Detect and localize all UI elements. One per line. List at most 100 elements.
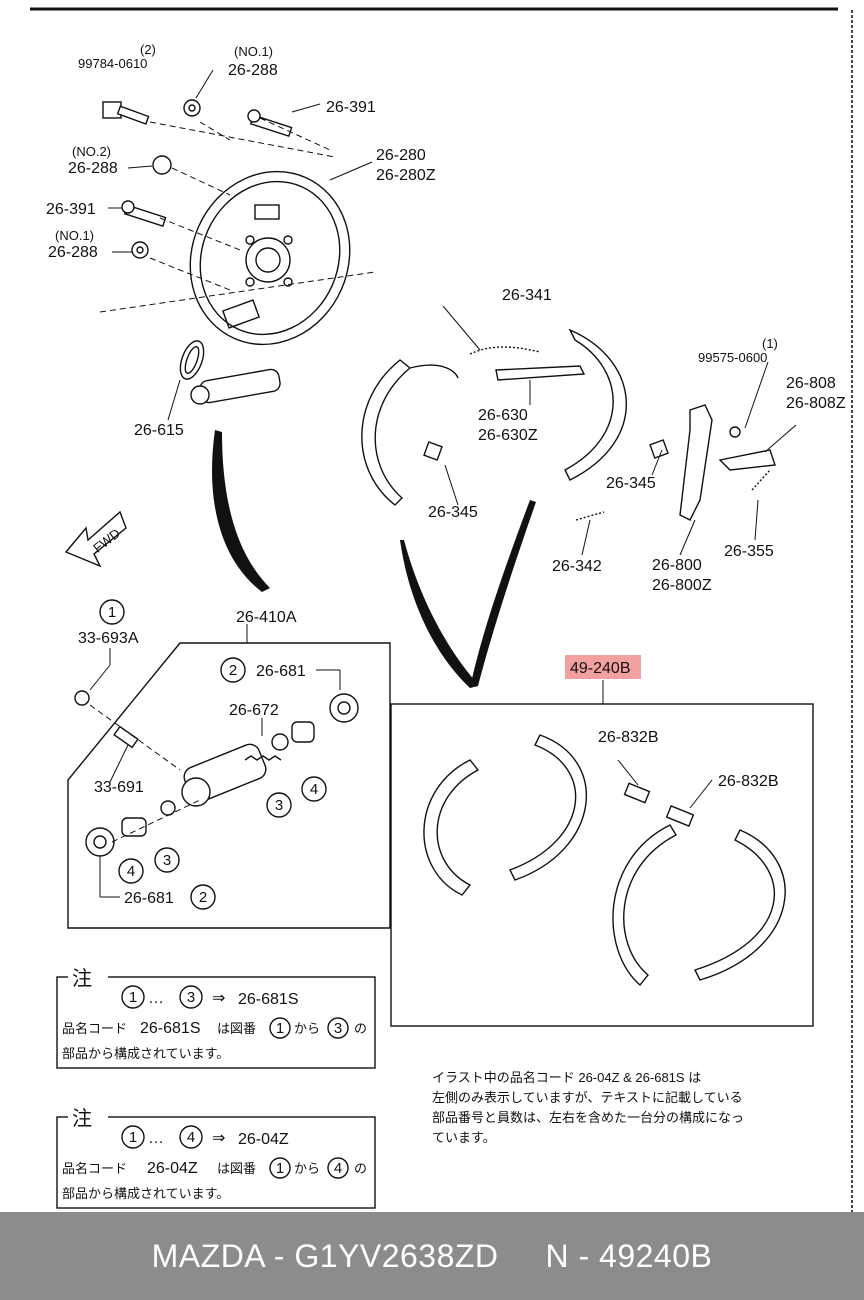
footer-part-number: MAZDA - G1YV2638ZD N - 49240B [151,1238,713,1274]
side-note-line-3: 部品番号と員数は、左右を含めた一台分の構成になっ [432,1110,744,1125]
svg-text:の: の [354,1021,367,1036]
gasket-icon [179,340,205,380]
svg-text:1: 1 [129,1129,137,1146]
label-spring355: 26-355 [724,543,774,560]
label-strut-b: 26-808Z [786,395,846,412]
label-nut3: 26-288 [48,244,98,261]
label-nut2-qty: (NO.2) [72,144,111,159]
svg-text:4: 4 [334,1160,342,1177]
callout-arrow-left [212,430,270,592]
label-boot-bottom: 26-681 [124,890,174,907]
callout-3-low: 3 [154,847,180,873]
side-note-line-2: 左側のみ表示していますが、テキストに記載している [432,1090,743,1105]
callout-1-top: 1 [99,599,125,625]
note2-title: 注 [72,1107,92,1130]
label-spring342: 26-342 [552,558,602,575]
bolt-icon [102,101,150,125]
label-lever-b: 26-630Z [478,427,538,444]
svg-text:は図番: は図番 [217,1161,256,1176]
label-lever-a: 26-630 [478,407,528,424]
svg-text:は図番: は図番 [217,1021,256,1036]
note-box-1: 注 1 … 3 ⇒ 26-681S 品名コード 26-681S は図番 1 から… [56,966,376,1069]
note-box-2: 注 1 … 4 ⇒ 26-04Z 品名コード 26-04Z は図番 1 から 4… [56,1106,376,1209]
callout-2-low: 2 [190,884,216,910]
svg-text:部品から構成されています。: 部品から構成されています。 [62,1046,229,1061]
label-bolt391-b: 26-391 [46,201,96,218]
wheel-cylinder-box [67,624,391,929]
label-hold-pin-b: 26-832B [718,773,779,790]
label-cyl-assy: 26-410A [236,609,297,626]
leader-lines [108,69,373,421]
note1-code: 26-681S [238,991,299,1008]
footer-bar [0,1212,864,1300]
svg-text:26-04Z: 26-04Z [147,1160,198,1177]
parking-lever-drawing [575,404,776,521]
note2-code: 26-04Z [238,1131,289,1148]
svg-text:の: の [354,1161,367,1176]
svg-text:2: 2 [229,662,237,679]
svg-text:…: … [148,1130,164,1147]
svg-text:3: 3 [275,797,283,814]
label-nut2: 26-288 [68,160,118,177]
svg-text:⇒: ⇒ [212,1130,225,1147]
side-note-line-4: ています。 [432,1130,496,1145]
label-bolt: 99784-0610 [78,56,147,71]
label-nut1-qty: (NO.1) [234,44,273,59]
side-note-line-1: イラスト中の品名コード 26-04Z & 26-681S は [432,1070,701,1085]
svg-text:1: 1 [129,989,137,1006]
label-backing-plate-b: 26-280Z [376,167,436,184]
svg-text:4: 4 [187,1129,195,1146]
adjuster-lever-drawing [469,346,586,381]
stud-bolt-icon [121,109,293,228]
brake-shoe-right-drawing [564,328,669,481]
callout-arrow-right-a [400,540,476,688]
label-pin345-b: 26-345 [428,504,478,521]
svg-text:品名コード: 品名コード [62,1161,127,1176]
label-boot-top: 26-681 [256,663,306,680]
callout-arrow-right-b [470,500,536,688]
svg-text:3: 3 [163,852,171,869]
label-clip-qty: (1) [762,336,778,351]
label-gasket: 26-615 [134,422,184,439]
svg-text:1: 1 [276,1160,284,1177]
svg-text:4: 4 [310,781,318,798]
callout-4-low: 4 [118,858,144,884]
wheel-cylinder-icon [190,368,281,405]
svg-text:3: 3 [187,989,195,1006]
svg-text:4: 4 [127,863,135,880]
circled-callouts: 1 2 3 4 3 4 2 [99,599,327,910]
svg-text:から: から [294,1161,320,1176]
nut-icon [131,99,201,259]
label-bolt-qty: (2) [140,42,156,57]
part-labels: (2) 99784-0610 (NO.1) 26-288 26-391 (NO.… [46,42,846,907]
backing-plate-drawing [189,170,351,346]
svg-text:1: 1 [276,1020,284,1037]
label-hold-pin-a: 26-832B [598,729,659,746]
svg-text:…: … [148,990,164,1007]
scan-border [30,7,853,1212]
callout-4-mid: 4 [301,776,327,802]
svg-text:1: 1 [108,604,116,621]
label-pin345-a: 26-345 [606,475,656,492]
note1-title: 注 [72,967,92,990]
label-nut3-qty: (NO.1) [55,228,94,243]
label-bleeder-screw: 33-691 [94,779,144,796]
svg-text:2: 2 [199,889,207,906]
svg-text:⇒: ⇒ [212,990,225,1007]
label-parking-lever-a: 26-800 [652,557,702,574]
label-strut-a: 26-808 [786,375,836,392]
side-note: イラスト中の品名コード 26-04Z & 26-681S は 左側のみ表示してい… [432,1070,744,1145]
brake-shoe-left-drawing [361,359,459,506]
svg-text:3: 3 [334,1020,342,1037]
label-spring672: 26-672 [229,702,279,719]
leader-lines-shoes [442,305,797,556]
callout-3-mid: 3 [266,792,292,818]
callout-2-top: 2 [220,657,246,683]
svg-text:26-681S: 26-681S [140,1020,201,1037]
label-bleeder-cap: 33-693A [78,630,139,647]
svg-text:品名コード: 品名コード [62,1021,127,1036]
guide-lines [99,117,376,313]
fwd-arrow-icon: FWD [64,510,127,568]
label-nut1: 26-288 [228,62,278,79]
